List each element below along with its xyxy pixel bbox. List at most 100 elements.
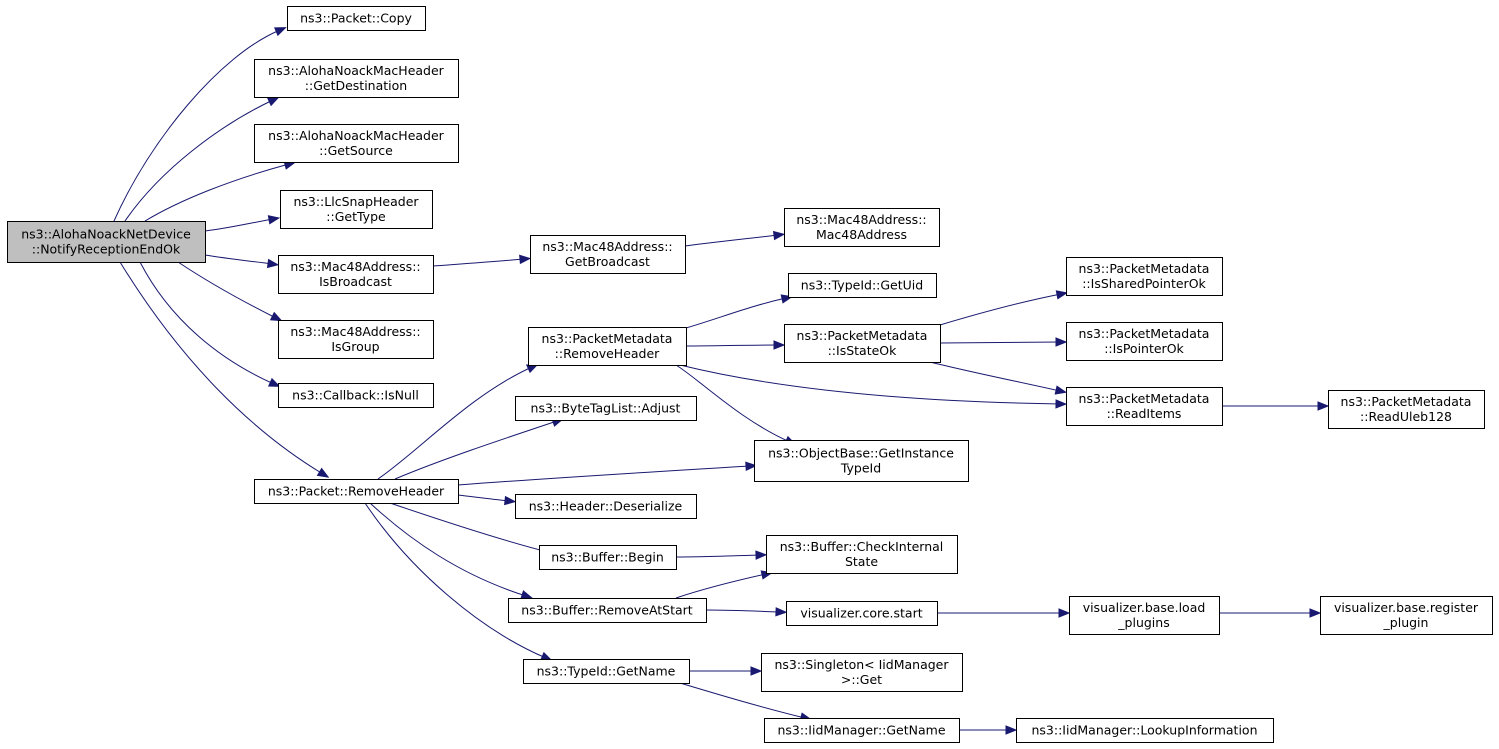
node-deser[interactable]: ns3::Header::Deserialize (515, 494, 697, 519)
node-getsrc[interactable]: ns3::AlohaNoackMacHeader::GetSource (254, 124, 459, 163)
edge-arrowhead (772, 230, 786, 241)
node-pmremove[interactable]: ns3::PacketMetadata::RemoveHeader (528, 327, 687, 366)
node-label-line: IsBroadcast (319, 274, 392, 289)
node-box (1328, 390, 1485, 429)
edge-line (457, 494, 510, 502)
node-box (1066, 257, 1223, 296)
edge-isstateok-to-isshared (939, 290, 1069, 326)
edge-line (113, 29, 281, 222)
node-box (761, 653, 963, 692)
node-isshared[interactable]: ns3::PacketMetadata::IsSharedPointerOk (1066, 257, 1223, 296)
node-bremove[interactable]: ns3::Buffer::RemoveAtStart (508, 598, 707, 623)
edge-getbcast-to-mac48 (684, 230, 786, 247)
node-box (1016, 718, 1274, 743)
node-getuid[interactable]: ns3::TypeId::GetUid (788, 273, 937, 298)
node-isgroup[interactable]: ns3::Mac48Address::IsGroup (278, 320, 434, 359)
node-box (786, 601, 938, 626)
edge-arrowhead (266, 96, 280, 107)
node-box (1066, 387, 1223, 426)
node-box (278, 320, 434, 359)
node-getbcast[interactable]: ns3::Mac48Address::GetBroadcast (530, 235, 686, 274)
edge-arrowhead (745, 461, 758, 471)
node-box (254, 124, 459, 163)
node-box (788, 273, 937, 298)
edge-bbegin-to-checkint (675, 550, 768, 560)
edge-line (389, 502, 549, 553)
edge-root-to-isnull (139, 261, 281, 387)
edge-line (685, 344, 779, 347)
node-label-line: IsGroup (331, 339, 379, 354)
edge-arrowhead (274, 27, 287, 37)
node-box (508, 598, 707, 623)
node-label-line: ns3::Mac48Address:: (542, 239, 672, 254)
node-tgetname[interactable]: ns3::TypeId::GetName (523, 659, 690, 684)
node-loadplug[interactable]: visualizer.base.load_plugins (1069, 596, 1220, 635)
edge-arrowhead (750, 666, 763, 676)
node-label-line: ns3::IidManager::LookupInformation (1031, 723, 1257, 738)
edge-removehdr-to-getinst (457, 461, 758, 486)
node-label-line: ::ReadItems (1107, 406, 1182, 421)
edge-line (684, 234, 779, 247)
edge-arrowhead (267, 215, 281, 225)
node-vstart[interactable]: visualizer.core.start (786, 601, 938, 626)
node-label-line: visualizer.base.load (1083, 600, 1206, 615)
edge-arrowhead (1055, 337, 1068, 347)
node-label-line: ns3::PacketMetadata (797, 328, 928, 343)
edge-line (432, 258, 525, 267)
node-label-line: ns3::Buffer::Begin (551, 550, 664, 565)
edge-loadplug-to-regplug (1219, 608, 1322, 618)
node-isptr[interactable]: ns3::PacketMetadata::IsPointerOk (1066, 322, 1223, 361)
node-label-line: ::IsStateOk (828, 343, 898, 358)
node-label-line: ns3::Mac48Address:: (796, 212, 926, 227)
node-regplug[interactable]: visualizer.base.register_plugin (1320, 596, 1493, 635)
edge-line (139, 261, 275, 385)
node-box (254, 479, 459, 504)
node-label-line: _plugin (1383, 615, 1429, 630)
nodes-layer: ns3::AlohaNoackNetDevice::NotifyReceptio… (7, 6, 1493, 743)
node-isnull[interactable]: ns3::Callback::IsNull (278, 383, 434, 408)
node-label-line: GetBroadcast (565, 254, 650, 269)
edge-removehdr-to-adjust (394, 417, 564, 480)
node-label-line: ns3::TypeId::GetName (537, 664, 676, 679)
node-label-line: ::ReadUleb128 (1360, 409, 1452, 424)
node-getdest[interactable]: ns3::AlohaNoackMacHeader::GetDestination (254, 59, 459, 98)
edge-arrowhead (1309, 608, 1322, 618)
edge-line (204, 254, 273, 265)
node-isbcast[interactable]: ns3::Mac48Address::IsBroadcast (278, 255, 434, 294)
edge-arrowhead (1054, 385, 1068, 395)
node-box (784, 208, 940, 247)
node-readitems[interactable]: ns3::PacketMetadata::ReadItems (1066, 387, 1223, 426)
node-box (7, 221, 206, 263)
node-gettype[interactable]: ns3::LlcSnapHeader::GetType (280, 190, 433, 229)
node-isstateok[interactable]: ns3::PacketMetadata::IsStateOk (784, 324, 941, 363)
node-label-line: ::GetSource (319, 143, 393, 158)
node-label-line: ns3::LlcSnapHeader (293, 194, 419, 209)
node-box (764, 718, 960, 743)
edge-line (929, 361, 1061, 392)
edge-arrowhead (1005, 725, 1018, 735)
node-iidgetname[interactable]: ns3::IidManager::GetName (764, 718, 960, 743)
node-root[interactable]: ns3::AlohaNoackNetDevice::NotifyReceptio… (7, 221, 206, 263)
edge-vstart-to-loadplug (937, 608, 1071, 618)
node-bbegin[interactable]: ns3::Buffer::Begin (539, 545, 677, 570)
edge-line (394, 420, 558, 480)
edge-line (377, 366, 533, 480)
node-copy[interactable]: ns3::Packet::Copy (287, 6, 426, 31)
node-readuleb[interactable]: ns3::PacketMetadata::ReadUleb128 (1328, 390, 1485, 429)
node-label-line: ns3::ObjectBase::GetInstance (768, 446, 954, 461)
node-lookup[interactable]: ns3::IidManager::LookupInformation (1016, 718, 1274, 743)
edge-line (939, 341, 1061, 344)
edge-arrowhead (519, 254, 532, 265)
node-adjust[interactable]: ns3::ByteTagList::Adjust (515, 396, 697, 421)
node-removehdr[interactable]: ns3::Packet::RemoveHeader (254, 479, 459, 504)
edge-line (675, 554, 761, 558)
node-mac48[interactable]: ns3::Mac48Address::Mac48Address (784, 208, 940, 247)
node-label-line: ns3::PacketMetadata (1341, 394, 1472, 409)
edge-arrowhead (1055, 399, 1068, 409)
edge-removehdr-to-pmremove (377, 363, 539, 480)
node-label-line: ns3::Mac48Address:: (290, 324, 420, 339)
node-sget[interactable]: ns3::Singleton< IidManager>::Get (761, 653, 963, 692)
edges-layer (113, 27, 1330, 735)
